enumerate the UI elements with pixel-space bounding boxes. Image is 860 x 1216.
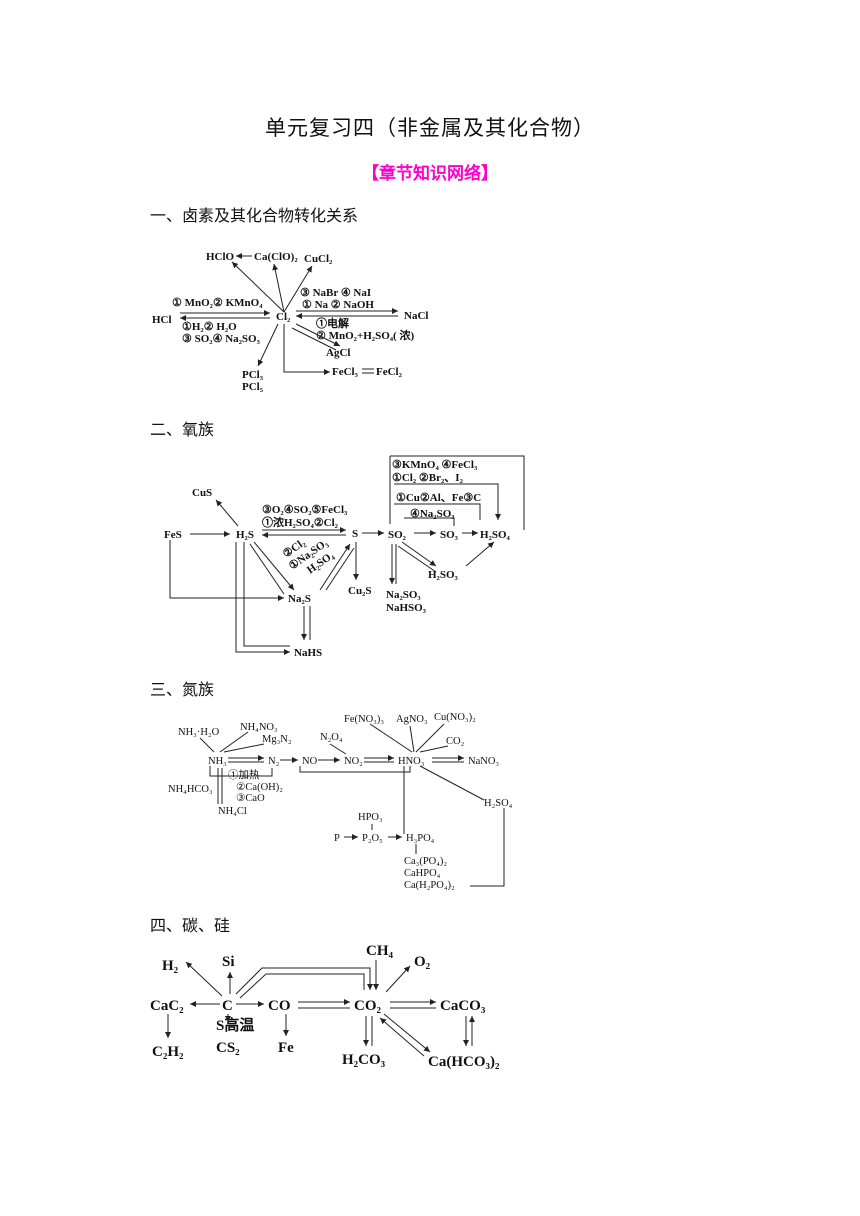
nitrogen-ca3po4: Ca₃(PO₄)₂ <box>404 856 447 867</box>
carbon-cac2: CaC₂ <box>150 998 184 1014</box>
oxygen-h2so3: H₂SO₃ <box>428 569 459 581</box>
nitrogen-nh4hco3: NH₄HCO₃ <box>168 784 213 795</box>
oxygen-h2s: H₂S <box>236 529 254 541</box>
halogen-pcl5: PCl₅ <box>242 381 264 393</box>
nitrogen-no2: NO₂ <box>344 756 363 767</box>
halogen-cucl2: CuCl₂ <box>304 253 333 265</box>
heading-carbon: 四、碳、硅 <box>150 916 231 935</box>
page-title: 单元复习四（非金属及其化合物） <box>265 116 595 140</box>
carbon-caco3: CaCO₃ <box>440 998 486 1014</box>
nitrogen-cahpo4: CaHPO₄ <box>404 868 441 879</box>
oxygen-nahso3: NaHSO₃ <box>386 602 427 614</box>
carbon-cs2: CS₂ <box>216 1040 240 1056</box>
nitrogen-hpo3: HPO₃ <box>358 812 383 823</box>
carbon-h2co3: H₂CO₃ <box>342 1052 386 1068</box>
carbon-fe: Fe <box>278 1040 294 1056</box>
nitrogen-nh3: NH₃ <box>208 756 227 767</box>
oxygen-cond-o2-so2: ③O₂④SO₂⑤FeCl₃ <box>262 504 348 516</box>
nitrogen-agno3: AgNO₃ <box>396 714 428 725</box>
halogen-caclo2: Ca(ClO)₂ <box>254 251 298 263</box>
nitrogen-feno3: Fe(NO₃)₃ <box>344 714 384 725</box>
carbon-o2: O₂ <box>414 954 431 970</box>
carbon-c2h2: C₂H₂ <box>152 1044 184 1060</box>
nitrogen-cond-caoh2: ②Ca(OH)₂ <box>236 781 283 793</box>
oxygen-cond-cl2br2: ①Cl₂ ②Br₂、I₂ <box>392 472 464 484</box>
oxygen-cond-conc-h2so4: ①浓H₂SO₄②Cl₂ <box>262 515 339 529</box>
oxygen-cond-na2so3: ④Na₂SO₃ <box>410 508 455 520</box>
nitrogen-nh4cl: NH₄Cl <box>218 806 247 817</box>
oxygen-na2s: Na₂S <box>288 593 311 605</box>
nitrogen-mg3n2: Mg₃N₂ <box>262 734 292 745</box>
halogen-diagram: HClO Ca(ClO)₂ CuCl₂ ③ NaBr ④ NaI ① MnO₂②… <box>152 251 428 393</box>
carbon-h2: H₂ <box>162 958 179 974</box>
nitrogen-cah2po4: Ca(H₂PO₄)₂ <box>404 880 455 891</box>
halogen-hcl: HCl <box>152 314 172 326</box>
halogen-fecl3: FeCl₃ <box>332 366 359 378</box>
halogen-cond-so2-na2so3: ③ SO₂④ Na₂SO₃ <box>182 333 261 345</box>
halogen-nacl: NaCl <box>404 310 428 322</box>
carbon-co: CO <box>268 998 291 1014</box>
nitrogen-co2: CO₂ <box>446 736 465 747</box>
oxygen-na2so3: Na₂SO₃ <box>386 589 421 601</box>
nitrogen-n2o4: N₂O₄ <box>320 732 343 743</box>
oxygen-so3: SO₃ <box>440 529 459 541</box>
nitrogen-h3po4: H₃PO₄ <box>406 833 435 844</box>
carbon-diagram: CH₄ H₂ Si O₂ CaC₂ C CO CO₂ CaCO₃ S高温 C₂H… <box>150 943 500 1070</box>
nitrogen-n2: N₂ <box>268 756 280 767</box>
oxygen-so2: SO₂ <box>388 529 407 541</box>
oxygen-nahs: NaHS <box>294 647 322 659</box>
oxygen-diagram: ③KMnO₄ ④FeCl₃ ①Cl₂ ②Br₂、I₂ CuS ①Cu②Al、Fe… <box>164 455 525 659</box>
halogen-hclo: HClO <box>206 251 235 263</box>
carbon-cond-s-high-temp: S高温 <box>216 1016 254 1034</box>
halogen-cond-electrolysis: ①电解 <box>316 316 349 330</box>
nitrogen-hno3: HNO₃ <box>398 756 425 767</box>
carbon-cahco3: Ca(HCO₃)₂ <box>428 1054 500 1070</box>
nitrogen-cond-heat: ①加热 <box>228 768 260 781</box>
nitrogen-nano3: NaNO₃ <box>468 756 499 767</box>
halogen-cond-nabr-nai: ③ NaBr ④ NaI <box>300 287 371 299</box>
oxygen-cus: CuS <box>192 487 212 499</box>
halogen-cond-mno2-h2so4: ② MnO₂+H₂SO₄( 浓) <box>316 328 414 342</box>
nitrogen-p: P <box>334 833 340 844</box>
halogen-fecl2: FeCl₂ <box>376 366 403 378</box>
carbon-ch4: CH₄ <box>366 943 394 959</box>
nitrogen-nh3h2o: NH₃·H₂O <box>178 727 220 738</box>
nitrogen-cuno3: Cu(NO₃)₂ <box>434 712 476 723</box>
halogen-pcl3: PCl₃ <box>242 369 264 381</box>
oxygen-cond-cu-al: ①Cu②Al、Fe③C <box>396 492 481 504</box>
oxygen-cu2s: Cu₂S <box>348 585 371 597</box>
halogen-cond-mno2-kmno4: ① MnO₂② KMnO₄ <box>172 297 263 309</box>
carbon-c: C <box>222 998 233 1014</box>
nitrogen-no: NO <box>302 756 318 767</box>
heading-oxygen: 二、氧族 <box>150 420 215 439</box>
oxygen-h2so4: H₂SO₄ <box>480 529 511 541</box>
oxygen-cond-kmno4: ③KMnO₄ ④FeCl₃ <box>392 459 478 471</box>
carbon-co2: CO₂ <box>354 998 382 1014</box>
nitrogen-cond-cao: ③CaO <box>236 792 265 804</box>
halogen-agcl: AgCl <box>326 347 350 359</box>
heading-halogen: 一、卤素及其化合物转化关系 <box>150 206 359 225</box>
heading-nitrogen: 三、氮族 <box>150 680 215 699</box>
oxygen-s: S <box>352 528 358 540</box>
halogen-cond-na-naoh: ① Na ② NaOH <box>302 299 374 311</box>
halogen-cl2: Cl₂ <box>276 311 291 323</box>
carbon-si: Si <box>222 954 235 970</box>
nitrogen-h2so4: H₂SO₄ <box>484 798 513 809</box>
oxygen-fes: FeS <box>164 529 182 541</box>
nitrogen-diagram: NH₃·H₂O NH₄NO₃ Mg₃N₂ Fe(NO₃)₃ AgNO₃ Cu(N… <box>168 712 513 891</box>
section-network-heading: 【章节知识网络】 <box>362 164 498 184</box>
nitrogen-p2o5: P₂O₅ <box>362 833 383 844</box>
halogen-cond-h2-h2o: ①H₂② H₂O <box>182 321 237 333</box>
nitrogen-nh4no3: NH₄NO₃ <box>240 722 278 733</box>
